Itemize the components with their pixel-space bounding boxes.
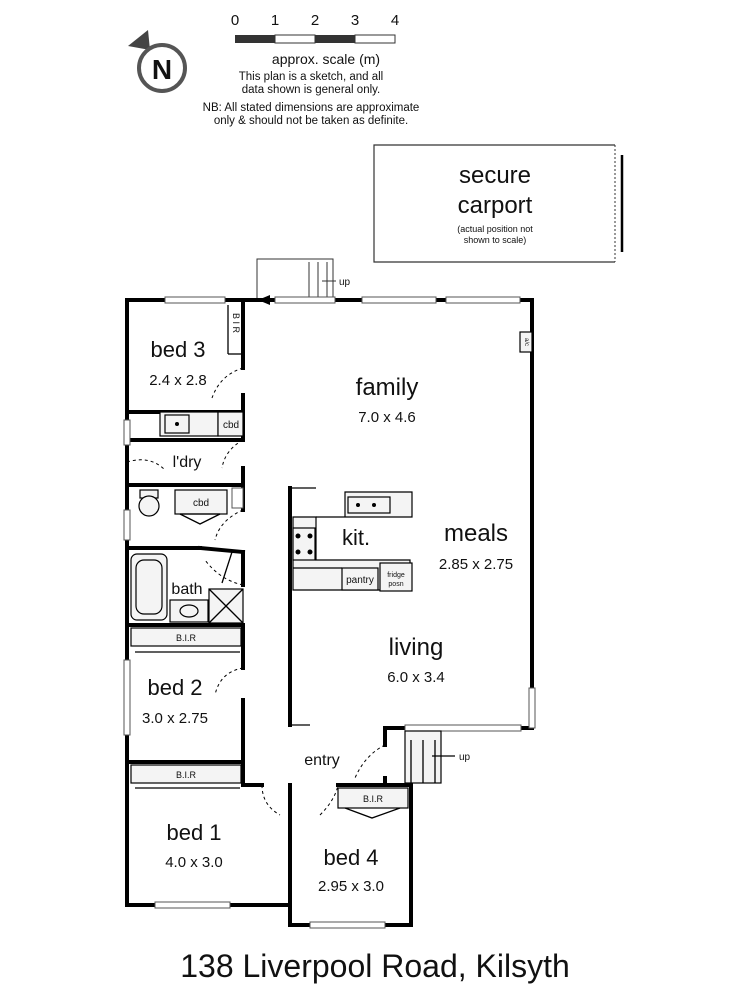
scale-tick-0: 0	[231, 12, 239, 29]
pantry-label: pantry	[346, 575, 374, 586]
room-bed2-name: bed 2	[147, 675, 202, 700]
floor-plan: 0 1 2 3 4 approx. scale (m) N This plan …	[123, 12, 624, 929]
fridge-label-2: posn	[388, 581, 403, 588]
windows	[123, 296, 536, 929]
scale-label: approx. scale (m)	[272, 51, 380, 67]
compass-letter: N	[152, 54, 172, 85]
carport-line-1: secure	[459, 162, 531, 189]
scale-tick-3: 3	[351, 12, 359, 29]
carport-line-2: carport	[458, 192, 533, 219]
room-bed1-size: 4.0 x 3.0	[165, 854, 223, 871]
room-laundry-name: l'dry	[173, 454, 202, 471]
room-bed1-name: bed 1	[166, 820, 221, 845]
cbd-laundry-label: cbd	[223, 420, 239, 431]
bir-bed1-label: B.I.R	[176, 770, 197, 780]
disclaimer: This plan is a sketch, and all data show…	[203, 71, 420, 127]
up-label-entry: up	[459, 752, 471, 763]
room-bed3-size: 2.4 x 2.8	[149, 372, 207, 389]
ac-unit-icon	[519, 331, 533, 353]
carport-note-2: shown to scale)	[464, 235, 527, 245]
carport: secure carport (actual position not show…	[373, 144, 624, 263]
fridge-label-1: fridge	[387, 572, 405, 579]
room-kit-name: kit.	[342, 525, 370, 550]
room-meals-name: meals	[444, 520, 508, 547]
room-bed3-name: bed 3	[150, 337, 205, 362]
scale-tick-2: 2	[311, 12, 319, 29]
rear-step: up	[256, 258, 351, 305]
room-bed4-name: bed 4	[323, 845, 378, 870]
scale-bar: 0 1 2 3 4 approx. scale (m)	[231, 12, 399, 67]
bir-bed2-label: B.I.R	[176, 633, 197, 643]
disclaimer-line-4: only & should not be taken as definite.	[214, 115, 408, 127]
fixture-labels: B I R cbd cbd B.I.R B.I.R B.I.R pantry f…	[176, 313, 529, 804]
scale-tick-1: 1	[271, 12, 279, 29]
room-bed4-size: 2.95 x 3.0	[318, 878, 384, 895]
room-bed2-size: 3.0 x 2.75	[142, 710, 208, 727]
property-address: 138 Liverpool Road, Kilsyth	[180, 948, 570, 984]
bir-bed4-label: B.I.R	[363, 794, 384, 804]
north-arrow-icon: N	[128, 30, 187, 93]
room-family-size: 7.0 x 4.6	[358, 409, 416, 426]
disclaimer-line-1: This plan is a sketch, and all	[239, 71, 383, 83]
room-living-name: living	[389, 634, 444, 661]
doors	[126, 367, 386, 816]
up-label-top: up	[339, 277, 351, 288]
room-bath-name: bath	[171, 581, 202, 598]
disclaimer-line-3: NB: All stated dimensions are approximat…	[203, 102, 420, 114]
room-entry-name: entry	[304, 752, 340, 769]
cbd-wc-label: cbd	[193, 498, 209, 509]
bir-bed3-label: B I R	[231, 313, 241, 334]
room-family-name: family	[356, 374, 419, 401]
pantry	[341, 567, 379, 591]
fixtures	[130, 331, 533, 819]
carport-note-1: (actual position not	[457, 224, 533, 234]
room-living-size: 6.0 x 3.4	[387, 669, 445, 686]
fridge-position	[379, 562, 413, 592]
scale-tick-4: 4	[391, 12, 399, 29]
kitchen-sink-icon	[347, 496, 391, 514]
room-labels: bed 3 2.4 x 2.8 family 7.0 x 4.6 l'dry k…	[142, 337, 513, 895]
ac-label: a/c	[523, 338, 529, 346]
cooktop-icon	[292, 527, 316, 561]
disclaimer-line-2: data shown is general only.	[242, 84, 381, 96]
room-meals-size: 2.85 x 2.75	[439, 556, 513, 573]
